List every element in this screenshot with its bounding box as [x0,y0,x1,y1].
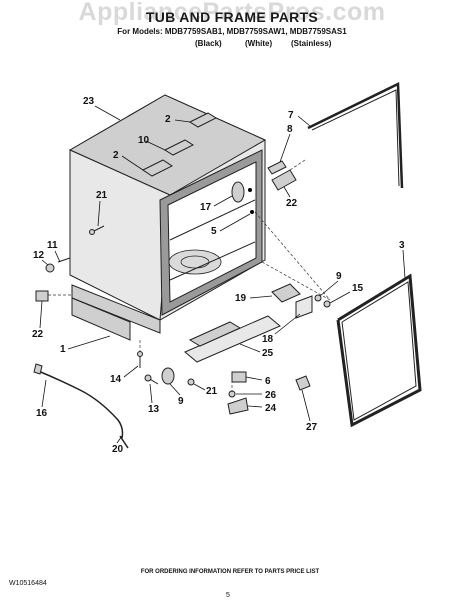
bracket-22-left [35,290,49,302]
cable-16 [35,369,124,439]
part-5 [231,371,247,383]
page-title: TUB AND FRAME PARTS [145,9,319,25]
callout-21-lower: 21 [206,386,218,397]
clip-8 [161,367,175,385]
callout-25: 26 [265,390,277,401]
callout-15: 15 [352,283,364,294]
tub-assembly [68,94,267,341]
callout-11: 13 [148,404,160,415]
cable-end [33,363,43,375]
variant-black: (Black) [195,39,222,48]
callout-6: 7 [288,110,294,121]
bracket-22-right [271,169,297,191]
callout-9: 10 [138,135,150,146]
callout-12: 11 [47,240,58,251]
callout-3: 3 [399,240,405,251]
variant-white: (White) [245,39,273,48]
callout-13: 12 [33,250,45,261]
seal-3 [336,273,422,428]
callout-26: 25 [262,348,274,359]
nut-21 [187,378,195,386]
model-list: For Models: MDB7759SAB1, MDB7759SAW1, MD… [117,27,347,36]
callout-7: 8 [287,124,293,135]
callout-19: 19 [235,293,247,304]
hinge-parts [231,160,331,301]
watermark: AppliancePartsPros.com [78,0,386,26]
bracket-18 [295,295,313,319]
washer-10 [314,294,322,302]
callout-18: 18 [262,334,274,345]
page-number: 5 [226,592,230,599]
callout-20: 20 [112,444,124,455]
callout-22-right: 22 [286,198,298,209]
doc-number: W10516484 [9,580,47,587]
part-24 [227,397,249,415]
bracket-7 [267,160,287,175]
cable-20-end [119,435,129,449]
callout-5: 6 [265,376,271,387]
callout-10: 9 [336,271,342,282]
callout-4: 5 [211,226,217,237]
part-27 [295,375,311,391]
callout-2-left: 2 [113,150,119,161]
variant-stainless: (Stainless) [291,39,332,48]
screw-4 [250,210,254,214]
sump-area [168,249,222,275]
callout-16: 16 [36,408,48,419]
bracket-9 [163,139,195,156]
callout-17: 17 [200,202,212,213]
bracket-2-top [188,112,218,128]
callout-2-top: 2 [165,114,171,125]
callout-24: 24 [265,403,277,414]
callout-27: 27 [306,422,318,433]
side-rail [71,284,161,334]
callout-21-upper: 21 [96,190,108,201]
callout-23: 23 [83,96,95,107]
gasket-6 [307,82,404,189]
callout-14: 14 [110,374,122,385]
nut-15 [323,300,331,308]
callout-8: 9 [178,396,184,407]
callout-1: 1 [60,344,66,355]
nut-13 [45,263,55,273]
bracket-2-left [142,159,173,177]
ordering-note: FOR ORDERING INFORMATION REFER TO PARTS … [140,569,320,575]
callout-22-left: 22 [32,329,44,340]
bracket-19 [271,283,301,303]
callouts: 23 2 10 2 21 7 8 22 17 5 3 12 11 22 9 15 [32,96,406,455]
latch-17 [231,181,245,203]
